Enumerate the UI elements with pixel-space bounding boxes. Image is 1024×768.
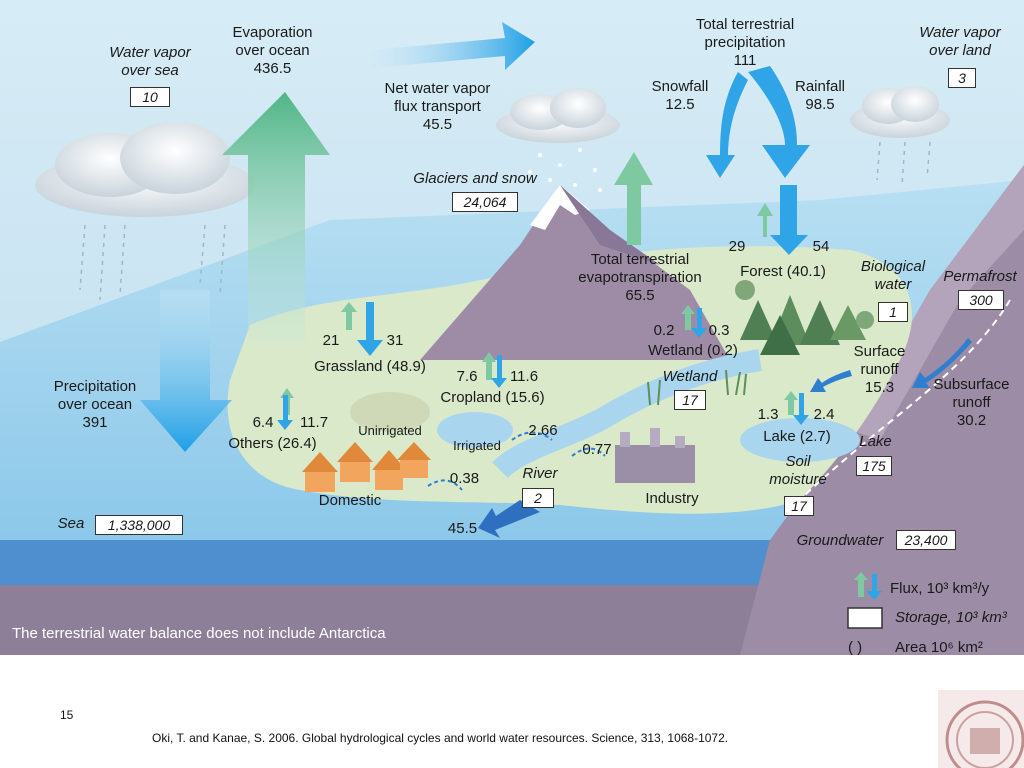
slide-number: 15 xyxy=(60,708,74,722)
forest-label: Forest (40.1) xyxy=(740,263,826,280)
lake-up-value: 1.3 xyxy=(757,406,779,423)
biological-water-value: 1 xyxy=(878,302,908,322)
cropland-down-value: 11.6 xyxy=(509,368,539,385)
surface-runoff-arrow xyxy=(810,370,852,392)
groundwater-value: 23,400 xyxy=(896,530,956,550)
others-label: Others (26.4) xyxy=(228,435,317,452)
sea-front xyxy=(0,540,770,585)
lake-storage-label: Lake xyxy=(859,433,892,450)
wetland-storage-label: Wetland xyxy=(662,368,718,385)
lake xyxy=(740,418,860,462)
legend-flux-label: Flux, 10³ km³/y xyxy=(890,580,990,597)
wetland-flux-label: Wetland (0.2) xyxy=(648,342,738,359)
river xyxy=(492,349,762,479)
legend-area-label: Area 10⁶ km² xyxy=(895,639,983,656)
water-vapor-land-value: 3 xyxy=(948,68,976,88)
domestic-houses xyxy=(302,442,431,492)
cloud-sea xyxy=(35,122,255,217)
lake-down-value: 2.4 xyxy=(813,406,835,423)
rainfall-arrow xyxy=(748,66,810,178)
industry-label: Industry xyxy=(645,490,699,507)
permafrost-label: Permafrost xyxy=(943,268,1017,285)
cloud-middle xyxy=(496,88,620,143)
legend-area-paren: ( ) xyxy=(848,639,863,656)
irrigated-flow-value: 2.66 xyxy=(528,422,558,439)
glaciers-value: 24,064 xyxy=(452,192,518,212)
river-value: 2 xyxy=(522,488,554,508)
grassland-label: Grassland (48.9) xyxy=(314,358,426,375)
wetland-down-value: 0.3 xyxy=(708,322,730,339)
domestic-label: Domestic xyxy=(318,492,382,509)
others-down-value: 11.7 xyxy=(299,414,329,431)
mountain xyxy=(420,185,730,360)
lake-storage-value: 175 xyxy=(856,456,892,476)
sea-value: 1,338,000 xyxy=(95,515,183,535)
sea-label: Sea xyxy=(57,515,85,532)
soil-moisture-value: 17 xyxy=(784,496,814,516)
water-vapor-sea-value: 10 xyxy=(130,87,170,107)
legend-storage-box xyxy=(847,607,883,629)
others-up-value: 6.4 xyxy=(252,414,274,431)
grassland-down-value: 31 xyxy=(386,332,404,349)
evapotranspiration-arrow xyxy=(614,152,653,245)
irrigated-label: Irrigated xyxy=(453,438,501,453)
forest-up-value: 29 xyxy=(728,238,746,255)
subsurface-runoff-arrow xyxy=(912,338,972,388)
precipitation-ocean-arrow xyxy=(140,290,232,452)
permafrost-value: 300 xyxy=(958,290,1004,310)
wetland-up-value: 0.2 xyxy=(653,322,675,339)
industry-flow-value: 0.77 xyxy=(582,441,612,458)
forest-down-value: 54 xyxy=(812,238,830,255)
cropland-up-value: 7.6 xyxy=(456,368,478,385)
lake-flux-label: Lake (2.7) xyxy=(763,428,831,445)
grassland-up-value: 21 xyxy=(322,332,340,349)
domestic-flow-value: 0.38 xyxy=(449,470,480,487)
glaciers-label: Glaciers and snow xyxy=(413,170,537,187)
legend-storage-label: Storage, 10³ km³ xyxy=(895,609,1007,626)
industry-buildings xyxy=(615,428,695,483)
small-flux-arrows xyxy=(277,302,809,430)
wetland-storage-value: 17 xyxy=(674,390,706,410)
university-seal xyxy=(938,690,1024,768)
cloud-land xyxy=(850,86,950,138)
evaporation-arrow xyxy=(222,92,330,345)
river-label: River xyxy=(522,465,558,482)
snowfall-arrow xyxy=(706,72,748,178)
forest-rain-arrow xyxy=(770,185,808,255)
citation: Oki, T. and Kanae, S. 2006. Global hydro… xyxy=(152,731,729,745)
groundwater-label: Groundwater xyxy=(796,532,884,549)
river-discharge-value: 45.5 xyxy=(447,520,478,537)
forest-trees xyxy=(735,280,874,355)
river-discharge-arrow xyxy=(478,500,540,538)
cropland-label: Cropland (15.6) xyxy=(440,389,545,406)
antarctica-note: The terrestrial water balance does not i… xyxy=(12,625,386,642)
net-flux-arrow xyxy=(370,22,535,70)
unirrigated-label: Unirrigated xyxy=(358,423,422,438)
land-mass xyxy=(227,246,912,514)
